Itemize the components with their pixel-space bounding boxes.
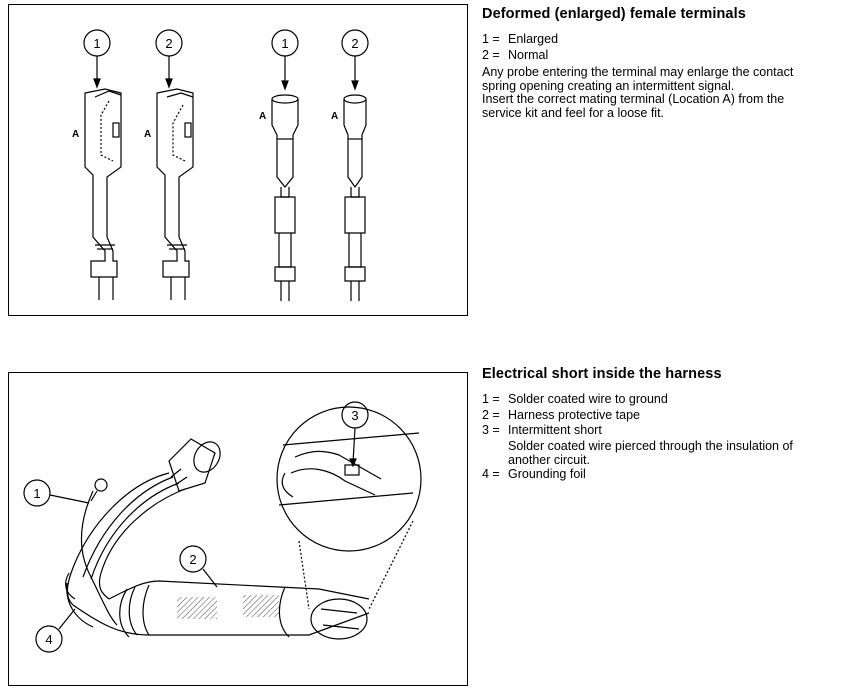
callout-label: 1 bbox=[281, 36, 288, 51]
legend-list: 1 = Enlarged 2 = Normal bbox=[482, 32, 862, 63]
location-a-label: A bbox=[259, 111, 266, 122]
legend-item: 3 = Intermittent short bbox=[482, 423, 862, 439]
callout-1-enlarged-round bbox=[271, 29, 299, 91]
legend-item: 2 = Normal bbox=[482, 48, 862, 64]
callout-label: 1 bbox=[93, 36, 100, 51]
callout-3-short bbox=[341, 401, 369, 468]
legend-item: 2 = Harness protective tape bbox=[482, 408, 862, 424]
paragraph-line: Any probe entering the terminal may enla… bbox=[482, 65, 794, 79]
callout-label: 4 bbox=[45, 632, 52, 647]
callout-4-foil bbox=[35, 608, 76, 653]
harness-illustration: 1 2 3 4 bbox=[23, 401, 422, 653]
terminal-figure: 1 2 1 2 A A A A bbox=[8, 4, 468, 316]
callout-label: 2 bbox=[165, 36, 172, 51]
legend-item-note: Solder coated wire pierced through the i… bbox=[508, 439, 862, 467]
callout-label: 1 bbox=[33, 486, 40, 501]
magnified-detail bbox=[276, 406, 422, 640]
legend-number: 3 = bbox=[482, 423, 500, 437]
terminal-illustration: 1 2 1 2 A A A A bbox=[72, 29, 369, 301]
paragraph-line: Insert the correct mating terminal (Loca… bbox=[482, 92, 785, 106]
callout-2-normal-round bbox=[341, 29, 369, 91]
legend-item: 4 = Grounding foil bbox=[482, 467, 862, 483]
legend-text: Intermittent short bbox=[508, 423, 602, 437]
harness-section: Electrical short inside the harness 1 = … bbox=[482, 366, 862, 482]
legend-number: 2 = bbox=[482, 407, 500, 422]
legend-text: Solder coated wire to ground bbox=[508, 392, 668, 406]
callout-label: 2 bbox=[351, 36, 358, 51]
instruction-paragraph: Any probe entering the terminal may enla… bbox=[482, 65, 862, 120]
terminals-section: Deformed (enlarged) female terminals 1 =… bbox=[482, 6, 862, 120]
section-heading: Deformed (enlarged) female terminals bbox=[482, 6, 746, 22]
callout-label: 2 bbox=[189, 552, 196, 567]
solder-coated-wire bbox=[80, 478, 118, 626]
location-a-label: A bbox=[144, 129, 151, 140]
round-terminal-enlarged bbox=[271, 94, 299, 301]
location-a-label: A bbox=[72, 129, 79, 140]
legend-number: 4 = bbox=[482, 466, 500, 481]
note-line: another circuit. bbox=[508, 452, 590, 467]
location-a-label: A bbox=[331, 111, 338, 122]
flat-terminal-normal bbox=[156, 88, 194, 300]
flat-terminal-enlarged bbox=[84, 88, 122, 300]
legend-number: 1 = bbox=[482, 392, 500, 406]
legend-number: 1 = bbox=[482, 32, 500, 46]
callout-1-enlarged-flat bbox=[83, 29, 111, 89]
wire-bundle bbox=[65, 472, 186, 606]
legend-list: 4 = Grounding foil bbox=[482, 467, 862, 483]
legend-item: 1 = Enlarged bbox=[482, 32, 862, 48]
section-heading: Electrical short inside the harness bbox=[482, 366, 722, 382]
legend-text: Grounding foil bbox=[508, 466, 586, 481]
harness-figure: 1 2 3 4 bbox=[8, 372, 468, 686]
callout-2-tape bbox=[179, 545, 218, 588]
legend-list: 1 = Solder coated wire to ground 2 = Har… bbox=[482, 392, 862, 439]
legend-item: 1 = Solder coated wire to ground bbox=[482, 392, 862, 408]
callout-2-normal-flat bbox=[155, 29, 183, 89]
callout-1-solder-wire bbox=[23, 479, 90, 507]
legend-number: 2 = bbox=[482, 47, 500, 62]
round-terminal-normal bbox=[343, 94, 367, 301]
callout-label: 3 bbox=[351, 408, 358, 423]
harness-connector bbox=[168, 438, 221, 492]
grounding-foil bbox=[66, 582, 94, 628]
legend-text: Normal bbox=[508, 47, 549, 62]
paragraph-line: spring opening creating an intermittent … bbox=[482, 78, 735, 93]
harness-tape bbox=[72, 580, 370, 638]
note-line: Solder coated wire pierced through the i… bbox=[508, 438, 793, 453]
legend-text: Enlarged bbox=[508, 32, 559, 46]
legend-text: Harness protective tape bbox=[508, 407, 641, 422]
paragraph-line: service kit and feel for a loose fit. bbox=[482, 105, 665, 120]
